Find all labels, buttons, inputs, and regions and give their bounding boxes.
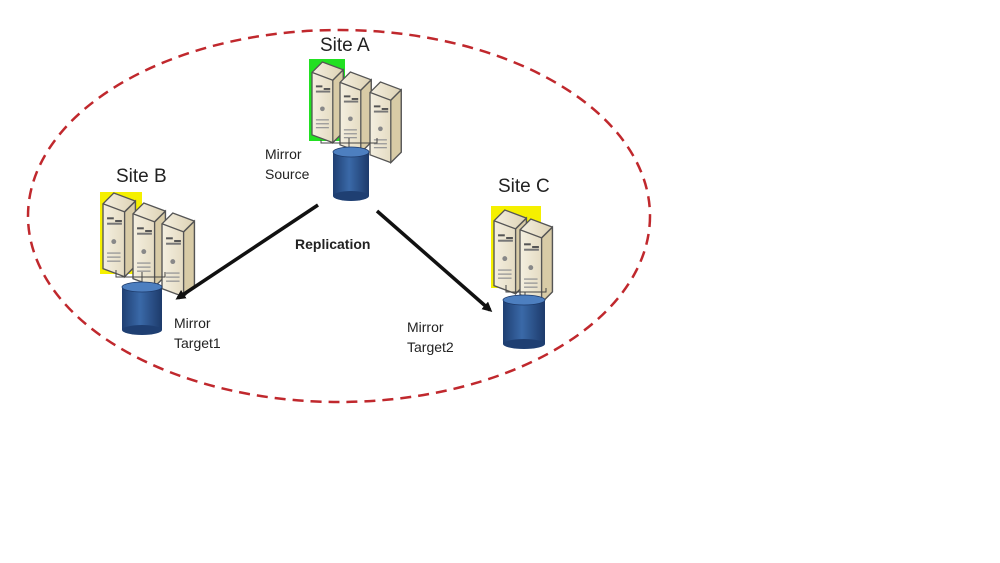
server-icon	[339, 71, 372, 154]
replication-arrow-to-site-b	[175, 203, 319, 300]
site-a-title: Site A	[320, 35, 370, 56]
mirror-target2-label-line1: Mirror	[407, 319, 444, 335]
replication-label: Replication	[295, 236, 371, 252]
mirror-source-label-line2: Source	[265, 166, 310, 182]
mirror-target1-label-line1: Mirror	[174, 315, 211, 331]
replication-arrow-to-site-c	[375, 209, 493, 312]
server-icon	[161, 212, 196, 298]
server-icon	[132, 202, 167, 288]
server-icon	[311, 61, 344, 144]
site-a	[309, 59, 402, 201]
database-icon	[502, 294, 546, 349]
server-icon	[519, 218, 554, 304]
database-icon	[121, 281, 163, 335]
mirror-target2-label-line2: Target2	[407, 339, 454, 355]
site-group-boundary	[26, 28, 652, 404]
mirror-source-label-line1: Mirror	[265, 146, 302, 162]
site-b-title: Site B	[116, 166, 167, 187]
mirror-target2-label: Mirror Target2	[407, 317, 454, 357]
site-b	[100, 192, 196, 335]
database-icon	[332, 146, 370, 201]
mirror-target1-label-line2: Target1	[174, 335, 221, 351]
site-c-title: Site C	[498, 176, 550, 197]
mirror-source-label: Mirror Source	[265, 144, 309, 184]
mirror-target1-label: Mirror Target1	[174, 313, 221, 353]
server-icon	[369, 81, 402, 164]
server-icon	[102, 192, 137, 278]
site-c	[491, 206, 554, 349]
